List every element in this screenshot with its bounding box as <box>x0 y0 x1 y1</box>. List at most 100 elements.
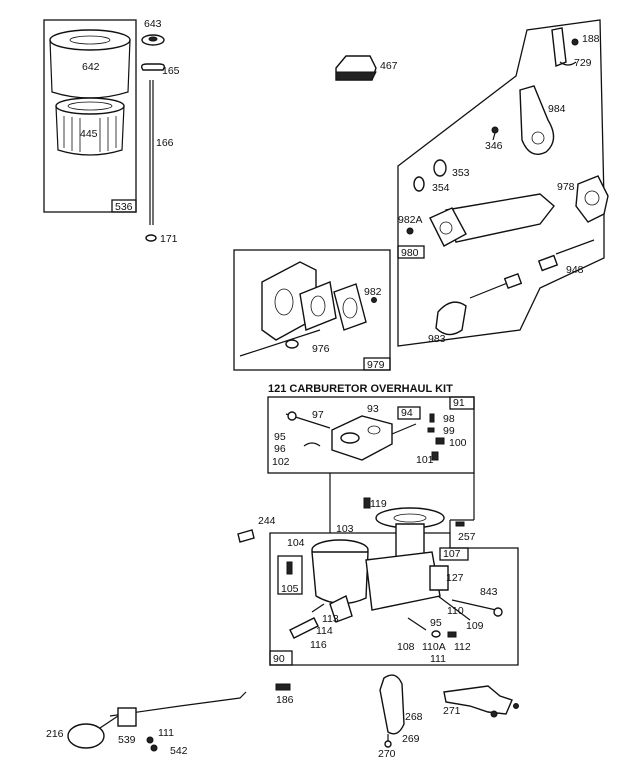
label-980: 980 <box>401 247 419 259</box>
label-box-536 <box>111 199 137 213</box>
label-102: 102 <box>272 456 290 468</box>
connector-lines <box>329 473 475 533</box>
intake-gasket-group: 982 976 979 <box>233 249 391 371</box>
label-244: 244 <box>258 515 276 527</box>
label-101: 101 <box>416 454 434 466</box>
label-948: 948 <box>566 264 584 276</box>
label-box-105 <box>277 555 303 595</box>
overhaul-kit-group: 121 CARBURETOR OVERHAUL KIT 97 93 94 91 … <box>267 383 475 474</box>
label-982: 982 <box>364 286 382 298</box>
label-346: 346 <box>485 140 503 152</box>
label-97: 97 <box>312 409 324 421</box>
screw-244 <box>237 529 255 543</box>
label-353: 353 <box>452 167 470 179</box>
clamp-539 <box>117 707 137 727</box>
bracket-271 <box>443 685 513 715</box>
label-104: 104 <box>287 537 305 549</box>
label-109: 109 <box>466 620 484 632</box>
bottom-parts-group: 186 216 539 111 542 268 269 270 271 <box>46 674 519 760</box>
label-270: 270 <box>378 748 396 760</box>
air-cleaner-group: 642 643 165 166 445 536 171 <box>43 18 180 245</box>
label-93: 93 <box>367 403 379 415</box>
label-103: 103 <box>336 523 354 535</box>
label-box-91 <box>449 396 475 410</box>
kit-box-91 <box>267 396 475 474</box>
carburetor-body <box>365 551 441 611</box>
coil-983 <box>435 301 467 336</box>
label-536: 536 <box>115 201 133 213</box>
label-186: 186 <box>276 694 294 706</box>
washer-354 <box>413 176 425 192</box>
label-116: 116 <box>310 639 327 651</box>
label-113: 113 <box>322 613 339 625</box>
air-cleaner-cover <box>49 29 131 51</box>
kit-box-536 <box>43 19 137 213</box>
wire-948 <box>555 239 595 255</box>
label-445: 445 <box>80 128 98 140</box>
lever-984 <box>519 85 555 155</box>
air-filter-element <box>55 97 125 115</box>
lever-843 <box>493 607 503 617</box>
label-982a: 982A <box>398 214 423 226</box>
kit-title: 121 CARBURETOR OVERHAUL KIT <box>268 383 453 395</box>
label-box-107 <box>439 547 469 561</box>
label-843: 843 <box>480 586 498 598</box>
label-box-979 <box>363 357 391 371</box>
label-110: 110 <box>447 605 464 617</box>
label-271: 271 <box>443 705 461 717</box>
label-539: 539 <box>118 734 136 746</box>
label-467: 467 <box>380 60 398 72</box>
label-978: 978 <box>557 181 575 193</box>
label-119: 119 <box>370 498 387 510</box>
label-983: 983 <box>428 333 446 345</box>
label-100: 100 <box>449 437 467 449</box>
bowl-cover-93 <box>331 415 393 461</box>
label-729: 729 <box>574 57 592 69</box>
label-98: 98 <box>443 413 455 425</box>
cable-216 <box>109 691 247 717</box>
label-box-90 <box>269 650 293 666</box>
label-105: 105 <box>281 583 299 595</box>
label-110a: 110A <box>422 641 446 653</box>
label-269: 269 <box>402 733 420 745</box>
label-979: 979 <box>367 359 385 371</box>
label-94: 94 <box>401 407 413 419</box>
label-111a: 111 <box>430 653 446 665</box>
carburetor-group: 119 244 103 104 257 107 127 105 843 110 … <box>237 497 519 666</box>
label-257: 257 <box>458 531 476 543</box>
bracket-188 <box>551 27 567 67</box>
label-111b: 111 <box>158 727 174 739</box>
gasket-976 <box>299 281 337 331</box>
label-542: 542 <box>170 745 188 757</box>
label-95a: 95 <box>274 431 286 443</box>
label-112: 112 <box>454 641 471 653</box>
label-643: 643 <box>144 18 162 30</box>
washer-353 <box>433 159 447 177</box>
label-114: 114 <box>316 625 333 637</box>
label-984: 984 <box>548 103 566 115</box>
label-171: 171 <box>160 233 178 245</box>
label-188: 188 <box>582 33 600 45</box>
control-bracket-group: 188 729 984 346 353 354 978 982A 980 948… <box>397 19 609 347</box>
label-91: 91 <box>453 397 465 409</box>
label-108: 108 <box>397 641 415 653</box>
label-642: 642 <box>82 61 100 73</box>
label-box-980 <box>397 245 425 259</box>
label-90: 90 <box>273 653 285 665</box>
intake-spacer <box>333 283 367 331</box>
kit-box-979 <box>233 249 391 371</box>
label-976: 976 <box>312 343 330 355</box>
label-268: 268 <box>405 711 423 723</box>
linkage-268 <box>379 674 405 735</box>
label-107: 107 <box>443 548 461 560</box>
kit-box-980 <box>397 19 605 347</box>
wing-nut <box>140 63 166 71</box>
bracket-978 <box>575 175 609 223</box>
label-96: 96 <box>274 443 286 455</box>
main-jet <box>289 617 319 639</box>
washer-171 <box>145 234 157 242</box>
label-165: 165 <box>162 65 180 77</box>
label-box-94 <box>397 406 421 420</box>
part-467-group: 467 <box>335 55 398 81</box>
